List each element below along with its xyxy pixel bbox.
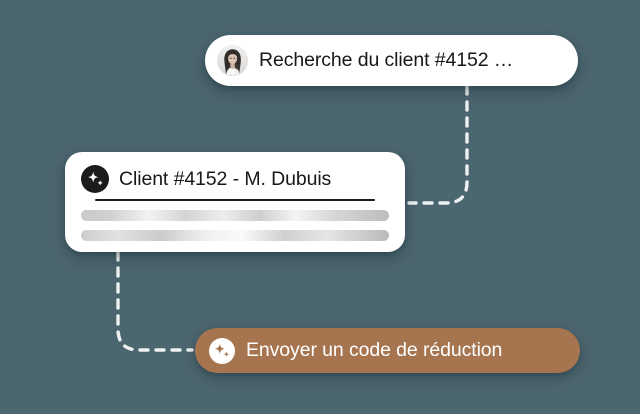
user-photo-avatar [217, 45, 248, 76]
connector-search-to-client [407, 84, 469, 205]
sparkle-icon [209, 337, 235, 364]
sparkle-icon [81, 165, 109, 193]
connector-client-to-action [116, 250, 194, 352]
client-card-header: Client #4152 - M. Dubuis [81, 165, 389, 193]
search-card-text: Recherche du client #4152 … [259, 49, 514, 71]
client-card-title: Client #4152 - M. Dubuis [119, 167, 332, 190]
send-discount-code-label: Envoyer un code de réduction [246, 339, 503, 361]
send-discount-code-button[interactable]: Envoyer un code de réduction [195, 328, 580, 373]
title-underline [95, 199, 375, 201]
skeleton-row-1 [81, 210, 389, 221]
client-card[interactable]: Client #4152 - M. Dubuis [65, 152, 405, 252]
skeleton-row-2 [81, 230, 389, 241]
search-card[interactable]: Recherche du client #4152 … [205, 35, 578, 86]
